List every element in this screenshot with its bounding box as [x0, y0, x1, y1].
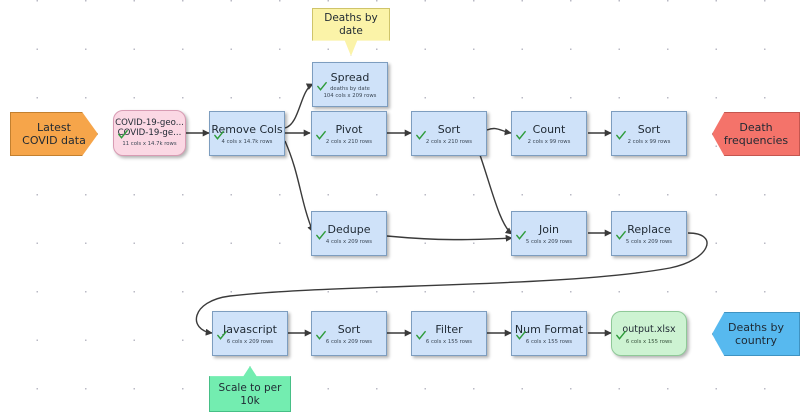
- check-icon: [616, 230, 626, 240]
- node-subtitle: 11 cols x 14.7k rows: [122, 141, 177, 148]
- tag-death-frequencies[interactable]: Death frequencies: [712, 112, 800, 156]
- edge-remove-cols-to-dedupe: [284, 140, 314, 233]
- node-subtitle: 4 cols x 209 rows: [325, 238, 373, 245]
- check-icon: [316, 130, 326, 140]
- node-sort-2[interactable]: Sort 2 cols x 99 rows: [611, 111, 687, 156]
- node-subtitle: 6 cols x 209 rows: [226, 338, 274, 345]
- note-label-line2: 10k: [240, 394, 260, 407]
- tag-label-line2: frequencies: [723, 134, 789, 147]
- check-icon: [118, 129, 128, 139]
- node-subtitle-secondary: 104 cols x 209 rows: [323, 92, 377, 99]
- node-title: Javascript: [223, 322, 277, 336]
- node-subtitle: 2 cols x 99 rows: [627, 138, 671, 145]
- node-title: Sort: [437, 122, 461, 136]
- tag-label-line2: COVID data: [22, 134, 86, 147]
- node-num-format[interactable]: Num Format 6 cols x 155 rows: [511, 311, 587, 356]
- node-title: Dedupe: [327, 222, 371, 236]
- node-title: COVID-19-geo...: [115, 118, 184, 129]
- node-title: Remove Cols: [211, 122, 283, 136]
- node-title: Pivot: [335, 122, 363, 136]
- check-icon: [416, 330, 426, 340]
- tag-label-line1: Deaths by: [728, 320, 784, 334]
- check-icon: [516, 230, 526, 240]
- node-title: Sort: [637, 122, 661, 136]
- node-covid-19-geo-input[interactable]: COVID-19-geo... COVID-19-ge... 11 cols x…: [113, 110, 186, 156]
- node-subtitle: 6 cols x 155 rows: [425, 338, 473, 345]
- node-subtitle: 2 cols x 210 rows: [425, 138, 473, 145]
- check-icon: [416, 130, 426, 140]
- node-sort-1[interactable]: Sort 2 cols x 210 rows: [411, 111, 487, 156]
- node-replace[interactable]: Replace 5 cols x 209 rows: [611, 211, 687, 256]
- node-subtitle: 5 cols x 209 rows: [625, 238, 673, 245]
- node-javascript[interactable]: Javascript 6 cols x 209 rows: [212, 311, 288, 356]
- tag-label-line1: Latest: [36, 120, 71, 134]
- edge-sort-1-to-count: [486, 127, 512, 136]
- check-icon: [214, 130, 224, 140]
- node-subtitle: 2 cols x 99 rows: [527, 138, 571, 145]
- node-remove-cols[interactable]: Remove Cols 4 cols x 14.7k rows: [209, 111, 285, 156]
- node-title: Num Format: [514, 322, 584, 336]
- edge-remove-cols-to-spread: [284, 83, 314, 129]
- check-icon: [516, 330, 526, 340]
- tag-label-line2: country: [734, 334, 778, 347]
- node-title: Join: [538, 222, 559, 236]
- node-title-secondary: COVID-19-ge...: [117, 127, 182, 138]
- node-subtitle: 6 cols x 155 rows: [625, 338, 673, 345]
- node-title: output.xlsx: [622, 323, 676, 335]
- node-subtitle: 5 cols x 209 rows: [525, 238, 573, 245]
- note-label-line1: Scale to per: [218, 381, 282, 394]
- node-subtitle: 4 cols x 14.7k rows: [221, 138, 273, 145]
- node-title: Count: [532, 122, 566, 136]
- node-subtitle: deaths by date: [330, 85, 370, 92]
- tag-deaths-by-country[interactable]: Deaths by country: [712, 312, 800, 356]
- node-dedupe[interactable]: Dedupe 4 cols x 209 rows: [311, 211, 387, 256]
- node-title: Spread: [330, 70, 370, 84]
- node-title: Replace: [627, 222, 671, 236]
- node-output-xlsx[interactable]: output.xlsx 6 cols x 155 rows: [611, 311, 687, 356]
- tag-label-line1: Death: [739, 120, 773, 134]
- node-filter[interactable]: Filter 6 cols x 155 rows: [411, 311, 487, 356]
- edge-replace-to-javascript: [195, 232, 708, 336]
- check-icon: [217, 330, 227, 340]
- node-spread[interactable]: Spread deaths by date 104 cols x 209 row…: [312, 62, 388, 107]
- check-icon: [616, 130, 626, 140]
- edge-sort-1-to-join: [479, 154, 513, 235]
- check-icon: [316, 330, 326, 340]
- note-label-line1: Deaths by: [324, 12, 378, 24]
- tag-latest-covid-data[interactable]: Latest COVID data: [10, 112, 98, 156]
- edge-dedupe-to-join: [386, 234, 513, 242]
- node-subtitle: 2 cols x 210 rows: [325, 138, 373, 145]
- node-title: Sort: [337, 322, 361, 336]
- note-label-line2: date: [339, 25, 363, 37]
- node-title: Filter: [435, 322, 463, 336]
- node-pivot[interactable]: Pivot 2 cols x 210 rows: [311, 111, 387, 156]
- check-icon: [317, 81, 327, 91]
- node-join[interactable]: Join 5 cols x 209 rows: [511, 211, 587, 256]
- node-subtitle: 6 cols x 155 rows: [525, 338, 573, 345]
- node-sort-3[interactable]: Sort 6 cols x 209 rows: [311, 311, 387, 356]
- check-icon: [516, 130, 526, 140]
- check-icon: [316, 230, 326, 240]
- node-subtitle: 6 cols x 209 rows: [325, 338, 373, 345]
- node-count[interactable]: Count 2 cols x 99 rows: [511, 111, 587, 156]
- check-icon: [616, 330, 626, 340]
